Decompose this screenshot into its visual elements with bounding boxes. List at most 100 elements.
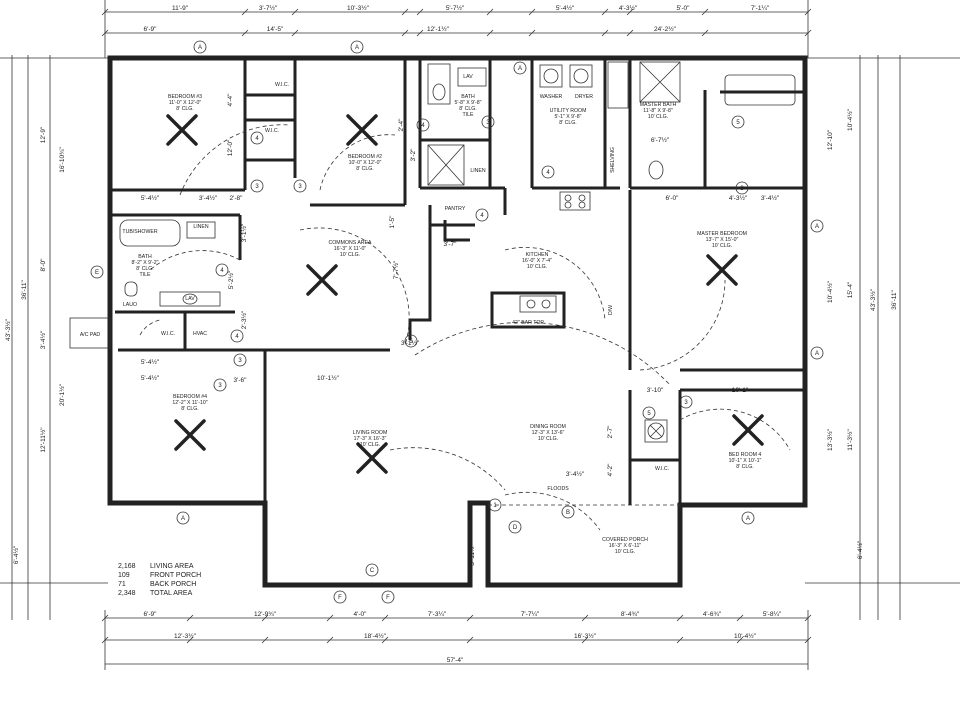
fan-master [706, 254, 738, 286]
dim-top-3: 10'-3½" [347, 4, 370, 12]
room-size: 12'-2" X 11'-10" [172, 400, 207, 406]
svg-text:4: 4 [220, 268, 224, 274]
fan-bedroom2 [346, 114, 378, 146]
dim-tick [701, 29, 709, 37]
dim-tick [326, 636, 334, 644]
svg-text:3'-4½": 3'-4½" [199, 194, 218, 202]
svg-text:4: 4 [480, 213, 484, 219]
dim-bot2-1: 12'-3½" [174, 632, 197, 640]
dim-tick [736, 614, 744, 622]
elevation-marker: E [90, 265, 104, 279]
dim-total: 57'-4" [447, 657, 464, 664]
svg-text:2'-4": 2'-4" [398, 118, 405, 132]
dim-bot-7: 4'-6¾" [703, 611, 722, 618]
svg-text:3: 3 [740, 186, 744, 192]
area-summary: 2,168 LIVING AREA 109 FRONT PORCH 71 BAC… [118, 563, 201, 597]
svg-text:TOTAL AREA: TOTAL AREA [150, 590, 193, 597]
dim-tick [416, 8, 424, 16]
svg-text:4: 4 [546, 170, 550, 176]
dimension-lines [0, 0, 960, 670]
svg-text:1: 1 [493, 503, 497, 509]
svg-text:3'-1½": 3'-1½" [401, 339, 420, 347]
dim-bot-6: 8'-4¾" [621, 611, 640, 618]
elevation-marker: A [176, 511, 190, 525]
svg-text:4: 4 [421, 123, 425, 129]
room-ceiling: 8' CLG. [356, 166, 373, 172]
svg-text:A: A [815, 351, 819, 357]
door-tag: 3 [213, 378, 227, 392]
svg-text:A: A [355, 45, 359, 51]
room-name: BEDROOM #3 [168, 94, 202, 100]
svg-text:3'-2": 3'-2" [410, 148, 417, 162]
dim-tick [326, 614, 334, 622]
dim-tick [736, 636, 744, 644]
room-name: BEDROOM #2 [348, 154, 382, 160]
exterior-walls [107, 55, 808, 588]
door-tag: 3 [233, 353, 247, 367]
wic-label: W.I.C. [265, 128, 279, 134]
dim-left-a6: 12'-11½" [39, 427, 47, 453]
shelving-label: SHELVING [610, 147, 616, 173]
dim-tick [626, 8, 634, 16]
room-ceiling: 10' CLG. [538, 436, 558, 442]
dim-tick [381, 614, 389, 622]
hvac-label: HVAC [193, 331, 207, 337]
markers: A A A A A B C D E F F A A 3 3 4 4 3 4 4 … [90, 40, 824, 604]
svg-text:3: 3 [684, 400, 688, 406]
room-size: 11'-0" X 12'-0" [169, 100, 202, 106]
svg-text:A: A [815, 224, 819, 230]
door-tag: 4 [215, 263, 229, 277]
dim-tick [291, 8, 299, 16]
ceiling-fans [166, 114, 764, 474]
svg-text:5'-4½": 5'-4½" [141, 374, 160, 382]
dim-tick [416, 29, 424, 37]
ac-pad-box [69, 317, 111, 349]
svg-text:3: 3 [255, 184, 259, 190]
room-name: BATH [461, 94, 475, 100]
svg-text:D: D [513, 525, 518, 531]
svg-text:3'-11½": 3'-11½" [468, 544, 476, 566]
dim-tick [581, 614, 589, 622]
lauo-label: LAUO [123, 302, 137, 308]
dim-top2-1: 6'-9" [144, 26, 158, 33]
pantry-label: PANTRY [445, 206, 466, 212]
dim-bot-2: 12'-9¾" [254, 611, 277, 618]
dim-top-8: 7'-1¼" [751, 5, 770, 12]
svg-text:B: B [566, 510, 570, 516]
floods-label: FLOODS [547, 486, 569, 492]
interior-dims: 5'-4½" 3'-4½" 2'-8" 3'-1½" 5'-2½" 2'-3½"… [141, 93, 780, 566]
svg-text:A: A [746, 516, 750, 522]
dim-right-a6: 11'-3½" [846, 429, 854, 451]
dim-tick [261, 614, 269, 622]
lav-label: LAV [185, 296, 195, 302]
svg-text:10'-1½": 10'-1½" [317, 374, 340, 382]
svg-text:3: 3 [238, 358, 242, 364]
dim-tick [528, 29, 536, 37]
room-ceiling: 10' CLG. [648, 114, 668, 120]
room-ceiling: 10' CLG. [712, 243, 732, 249]
svg-text:3'-7": 3'-7" [444, 241, 458, 248]
dim-tick [528, 8, 536, 16]
door-tag: 3 [735, 181, 749, 195]
wic-label: W.I.C. [161, 331, 175, 337]
svg-text:3'-10": 3'-10" [647, 387, 664, 394]
elevation-marker: A [741, 511, 755, 525]
dim-tick [626, 29, 634, 37]
svg-text:2,168: 2,168 [118, 563, 136, 570]
elevation-marker: F [381, 590, 395, 604]
svg-text:2'-3½": 2'-3½" [240, 310, 248, 329]
dryer-label: DRYER [575, 94, 593, 100]
door-tag: 5 [404, 334, 418, 348]
dim-right-outer: 43'-3½" [869, 288, 877, 311]
dim-tick [381, 636, 389, 644]
svg-text:5'-4½": 5'-4½" [141, 358, 160, 366]
svg-text:4'-2": 4'-2" [607, 463, 614, 477]
svg-text:3'-4½": 3'-4½" [566, 470, 585, 478]
room-size: 16'-3" X 11'-0" [334, 246, 367, 252]
svg-text:A: A [198, 45, 202, 51]
dim-tick [486, 8, 494, 16]
room-ceiling: 8' CLG. [459, 106, 476, 112]
svg-text:3'-6": 3'-6" [234, 377, 248, 384]
room-name: MASTER BATH [640, 102, 677, 108]
